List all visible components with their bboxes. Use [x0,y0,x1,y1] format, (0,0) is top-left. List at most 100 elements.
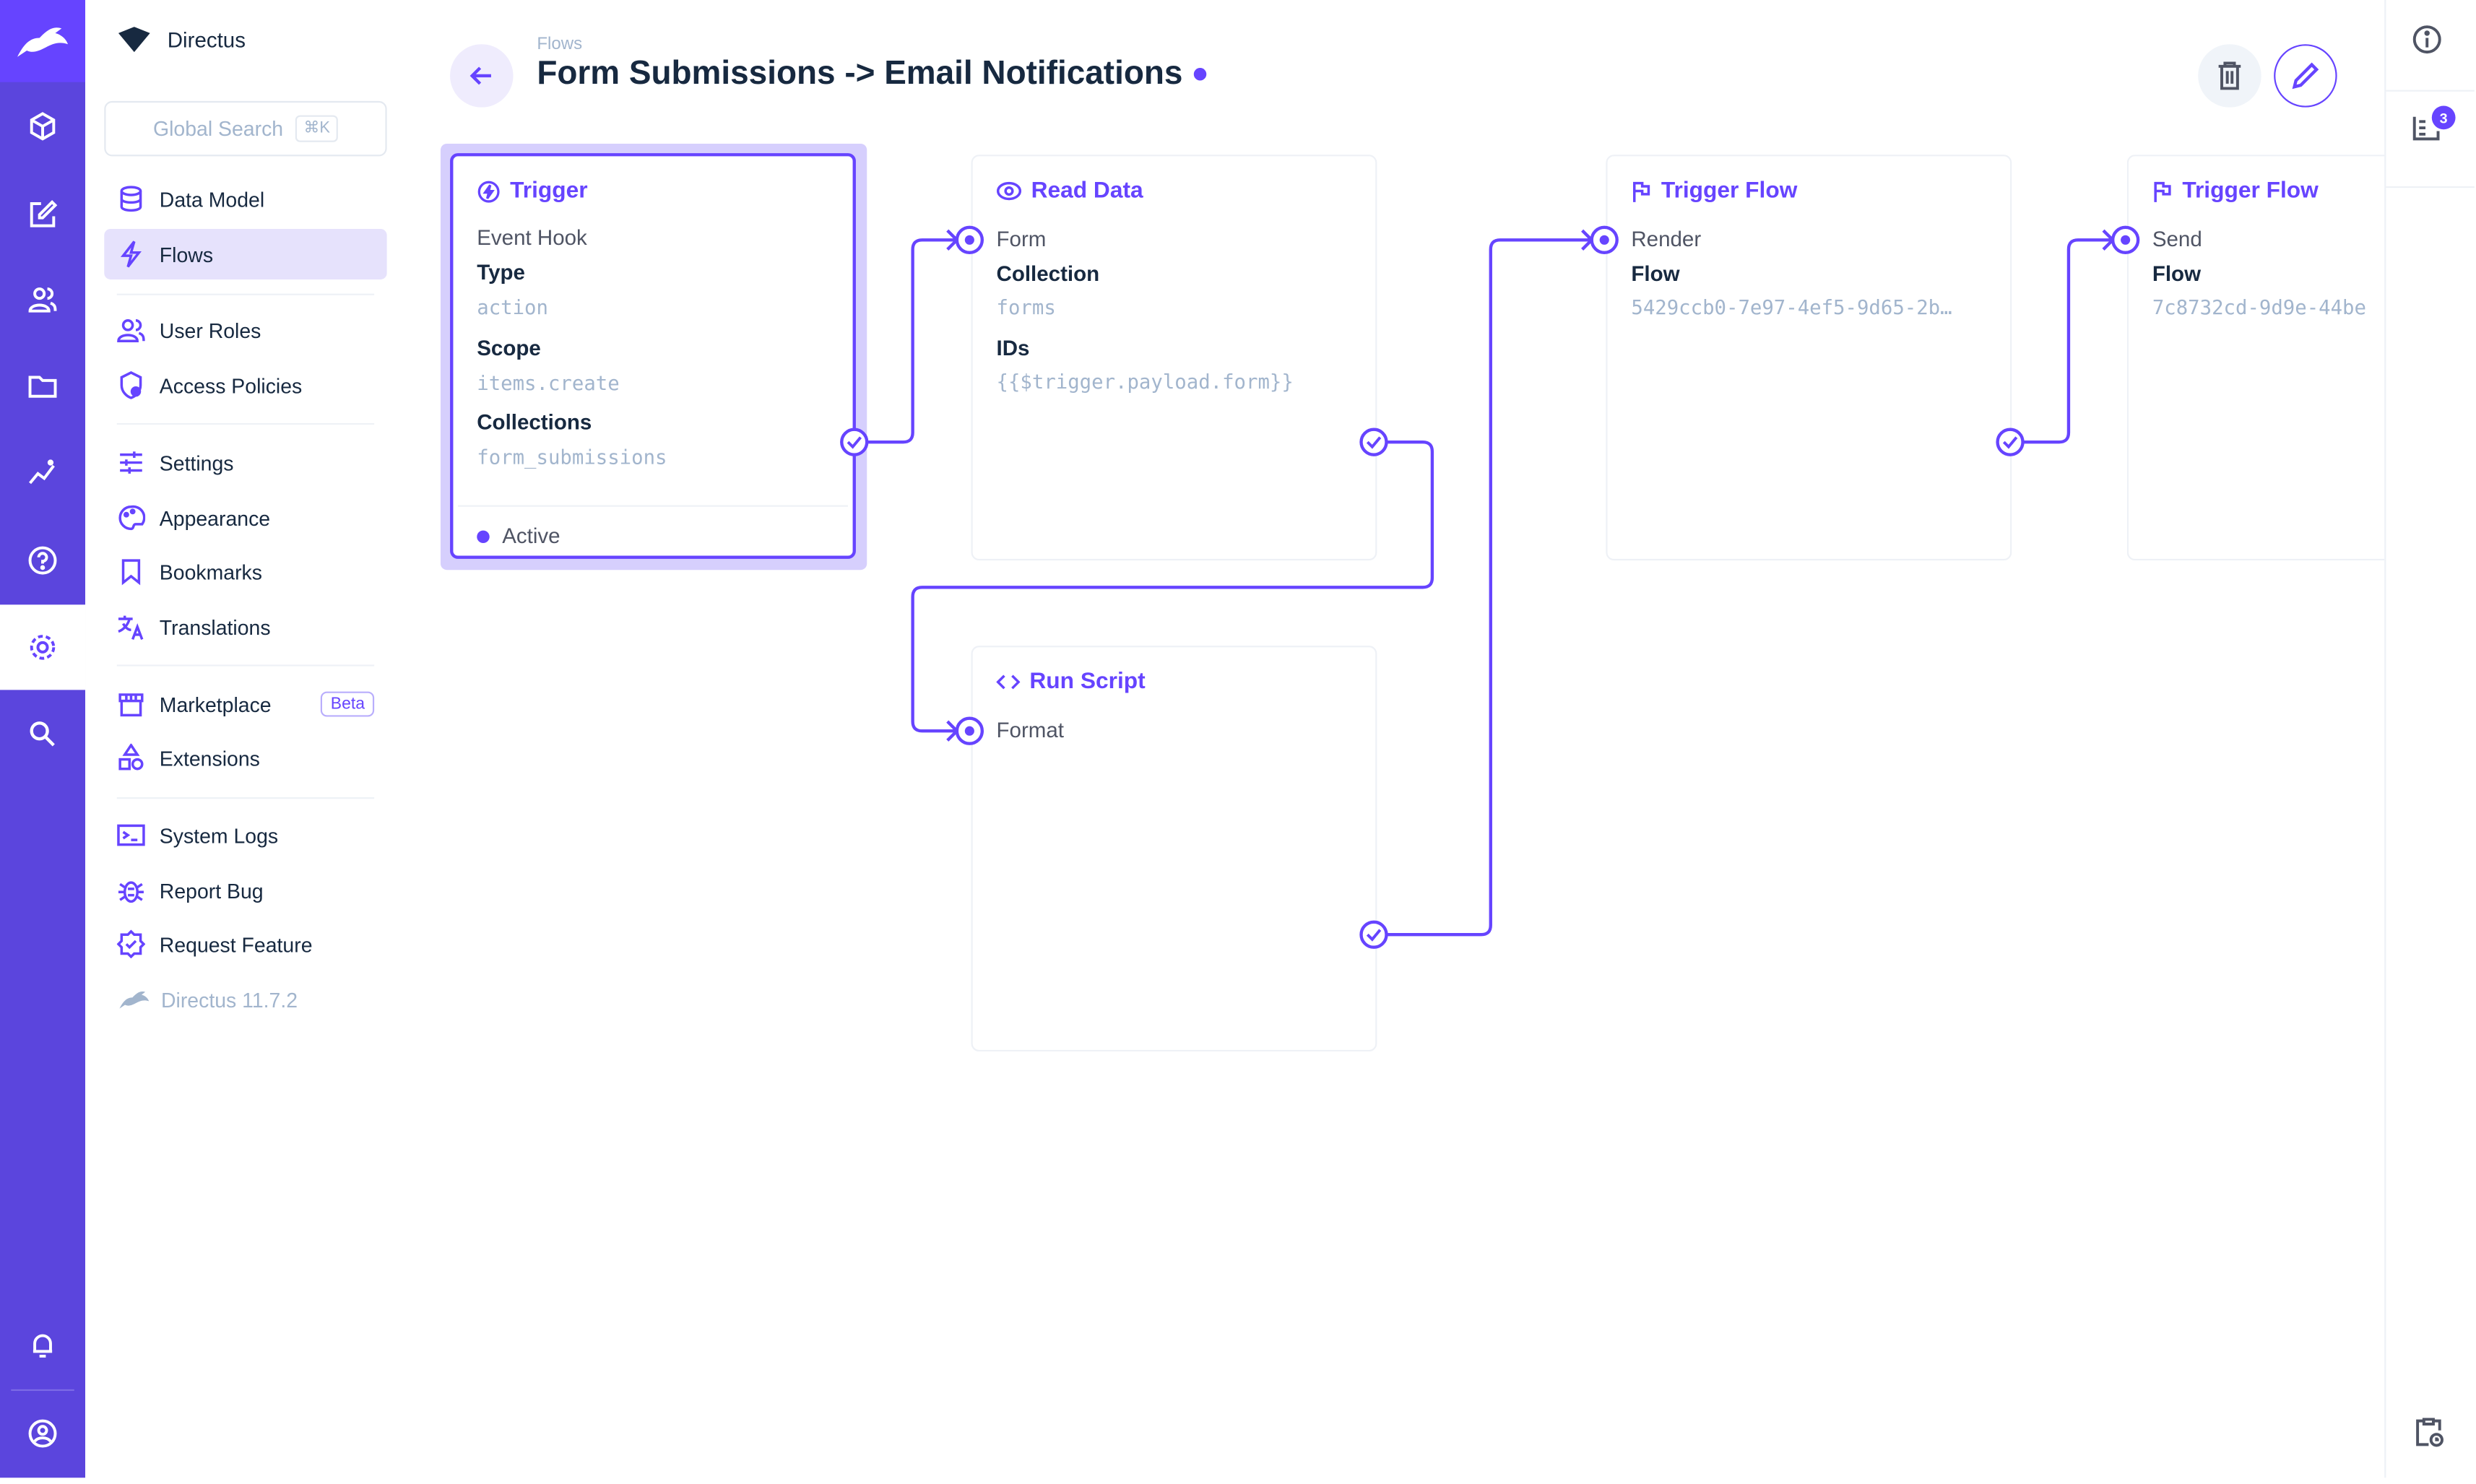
cube-icon[interactable] [0,84,85,169]
nav-item-label: Flows [159,242,214,266]
nav-item-access-policies[interactable]: Access Policies [104,360,386,410]
delete-button[interactable] [2198,44,2261,108]
navigation-sidebar: Directus Global Search ⌘K Data Model Flo… [85,0,419,1478]
edit-button[interactable] [2274,44,2337,108]
card-subtitle: Event Hook [477,225,587,250]
nav-item-label: Report Bug [159,878,264,903]
search-icon[interactable] [0,692,85,777]
bug-icon [118,881,144,903]
global-search-input[interactable]: Global Search ⌘K [104,100,387,157]
project-name: Directus [167,27,246,52]
nav-item-bookmarks[interactable]: Bookmarks [104,546,386,596]
users-icon [117,319,145,342]
nav-item-label: Bookmarks [159,560,262,583]
bolt-circle-icon [477,180,500,202]
nav-item-label: Extensions [159,745,260,770]
card-title-text: Run Script [1029,669,1146,695]
nav-item-settings[interactable]: Settings [104,438,386,488]
terminal-icon [117,824,145,846]
card-subtitle: Form [996,227,1047,251]
nav-item-request-feature[interactable]: Request Feature [104,919,386,969]
nav-item-extensions[interactable]: Extensions [104,732,386,783]
card-title: Read Data [996,178,1143,204]
status-dot [1193,68,1207,81]
breadcrumb[interactable]: Flows [537,35,583,54]
trigger-flow-card-clip: Trigger Flow Send Flow 7c8732cd-9d9e-44b… [2126,155,2385,561]
field-label: IDs [996,336,1030,360]
nav-item-system-logs[interactable]: System Logs [104,810,386,861]
insights-icon[interactable] [0,431,85,516]
rail-divider [11,1389,74,1392]
nav-item-label: Access Policies [159,373,303,397]
translate-icon [118,615,144,641]
notification-badge: 3 [2431,105,2456,130]
pencil-icon [2292,62,2319,90]
connector-flow1-flow2 [2022,229,2116,444]
field-label: Scope [477,336,541,360]
nav-item-translations[interactable]: Translations [104,602,386,652]
field-value: form_submissions [477,445,667,469]
nav-item-flows[interactable]: Flows [104,229,387,279]
trigger-flow-card[interactable]: Trigger Flow Send Flow 7c8732cd-9d9e-44b… [2126,155,2385,561]
revisions-icon[interactable] [2413,1416,2445,1456]
settings-icon[interactable] [0,604,86,690]
nav-item-label: Settings [159,451,234,474]
nav-item-marketplace[interactable]: Marketplace Beta [104,679,386,729]
users-icon[interactable] [0,257,85,342]
run-script-card[interactable]: Run Script Format [971,646,1377,1052]
flag-icon [2154,181,2171,201]
help-icon[interactable] [0,518,85,603]
info-icon[interactable] [2411,24,2443,64]
back-button[interactable] [450,44,514,108]
logs-icon[interactable]: 3 [2411,105,2456,150]
edit-icon[interactable] [0,172,85,257]
card-divider [458,505,849,507]
nav-item-user-roles[interactable]: User Roles [104,305,386,355]
trigger-flow-card[interactable]: Trigger Flow Render Flow 5429ccb0-7e97-4… [1606,155,2012,561]
search-placeholder: Global Search [152,116,284,141]
nav-item-label: Translations [159,615,271,639]
nav-item-label: Request Feature [159,932,313,956]
field-value: 7c8732cd-9d9e-44be [2152,295,2366,319]
trigger-card[interactable]: Trigger Event Hook Type action Scope ite… [450,153,856,559]
folder-icon[interactable] [0,344,85,430]
nav-item-label: User Roles [159,318,261,342]
store-icon [118,693,144,717]
field-value: action [477,295,548,319]
database-icon [120,186,142,212]
connector-script-flow1 [1386,229,1594,937]
card-title-text: Trigger Flow [2182,178,2319,204]
code-icon [996,674,1021,690]
nav-item-data-model[interactable]: Data Model [104,173,386,224]
shield-icon [120,370,142,399]
nav-divider [116,664,375,667]
card-title-text: Trigger [510,178,588,204]
nav-divider [116,293,375,295]
nav-item-label: System Logs [159,823,279,847]
nav-item-report-bug[interactable]: Report Bug [104,865,386,916]
status-label: Active [502,524,560,548]
connector-trigger-read [867,229,959,444]
version-info[interactable]: Directus 11.7.2 [104,974,386,1025]
account-icon[interactable] [0,1391,85,1476]
extension-icon [118,743,144,771]
card-title: Trigger Flow [1631,178,1797,204]
field-label: Flow [1631,261,1680,286]
nav-item-label: Appearance [159,505,271,530]
project-header[interactable]: Directus [117,27,246,53]
field-label: Flow [2152,261,2202,286]
module-bar [0,0,86,1478]
verified-icon [116,929,146,959]
read-data-card[interactable]: Read Data Form Collection forms IDs {{$t… [971,155,1377,561]
eye-icon [996,181,1022,201]
card-title-text: Trigger Flow [1661,178,1798,204]
trash-icon [2218,61,2241,90]
bell-icon[interactable] [0,1303,85,1388]
field-label: Collections [477,410,592,435]
nav-item-label: Data Model [159,187,265,211]
field-value: 5429ccb0-7e97-4ef5-9d65-2b… [1631,295,1952,319]
directus-rabbit-icon [119,991,150,1009]
card-title: Trigger Flow [2152,178,2319,204]
directus-logo[interactable] [0,0,86,82]
nav-item-appearance[interactable]: Appearance [104,493,386,543]
